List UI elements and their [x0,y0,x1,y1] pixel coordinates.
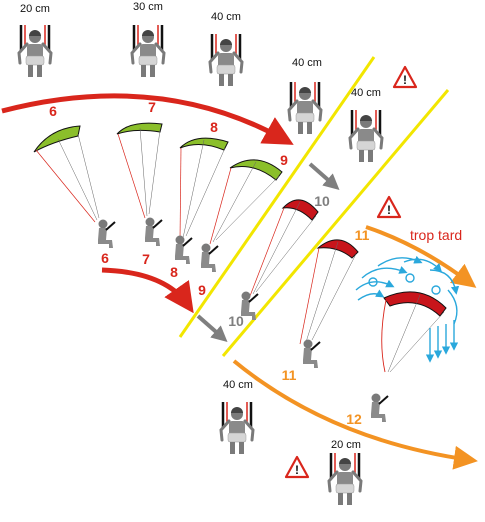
pilot-icon-40cm-top [208,32,244,88]
svg-text:!: ! [295,463,299,477]
brake-label-40cm-top: 40 cm [211,11,241,23]
brake-label-40cm-mid2: 40 cm [351,87,381,99]
red-arrow-upper [1,93,294,145]
canopy-phase-7 [116,122,163,219]
pilot-icon-side-7 [144,216,163,247]
phase-number-9-pilot: 9 [198,282,206,298]
pilot-icon-side-8 [174,234,193,265]
pilot-icon-side-6 [97,218,116,249]
yellow-boundary-line-2 [221,89,450,357]
yellow-boundary-line-1 [178,56,376,338]
warning-sign-icon: ! [376,195,402,219]
phase-number-11-canopy: 11 [355,227,370,243]
turbulence-icon [355,255,460,363]
phase-number-7-pilot: 7 [142,251,150,267]
red-arrow-lower [101,267,194,314]
canopy-phase-8 [179,137,229,241]
phase-number-7-canopy: 7 [148,99,156,115]
phase-number-11-low: 11 [282,367,297,383]
orange-arrow-upper [365,225,477,288]
pilot-icon-40cm-mid [287,80,323,136]
phase-number-10-canopy: 10 [314,193,330,209]
brake-label-40cm-mid: 40 cm [292,57,322,69]
pilot-icon-20cm-low [327,451,363,507]
warning-sign-icon: ! [284,455,310,479]
pilot-icon-30cm-top [130,23,166,79]
warning-text-trop-tard: trop tard [410,227,462,243]
svg-text:!: ! [387,203,391,217]
phase-number-6-canopy: 6 [49,103,57,119]
brake-label-20cm-low: 20 cm [331,439,361,451]
brake-label-40cm-low: 40 cm [223,379,253,391]
brake-label-20cm-top: 20 cm [20,3,50,15]
gray-arrow-lower [196,314,228,342]
phase-number-9-canopy: 9 [280,152,288,168]
pilot-icon-40cm-mid2 [348,108,384,164]
canopy-phase-11 [299,239,359,345]
gray-arrow-upper [308,162,340,190]
orange-arrow-lower [232,359,478,470]
canopy-deep-stall [381,291,447,373]
brake-label-30cm-top: 30 cm [133,1,163,13]
warning-sign-icon: ! [392,65,418,89]
pilot-icon-40cm-low [219,400,255,456]
phase-number-10-arrow: 10 [228,313,244,329]
phase-number-6-pilot: 6 [101,250,109,266]
phase-number-8-pilot: 8 [170,264,178,280]
phase-number-12-low: 12 [346,411,362,427]
canopy-phase-9 [209,159,283,245]
phase-number-8-canopy: 8 [210,119,218,135]
svg-text:!: ! [403,73,407,87]
canopy-phase-6 [33,125,100,223]
canopy-phase-10 [249,199,319,297]
pilot-icon-side-9 [200,242,219,273]
pilot-icon-20cm-top [17,23,53,79]
pilot-icon-side-12 [370,392,389,423]
pilot-icon-side-11 [302,338,321,369]
